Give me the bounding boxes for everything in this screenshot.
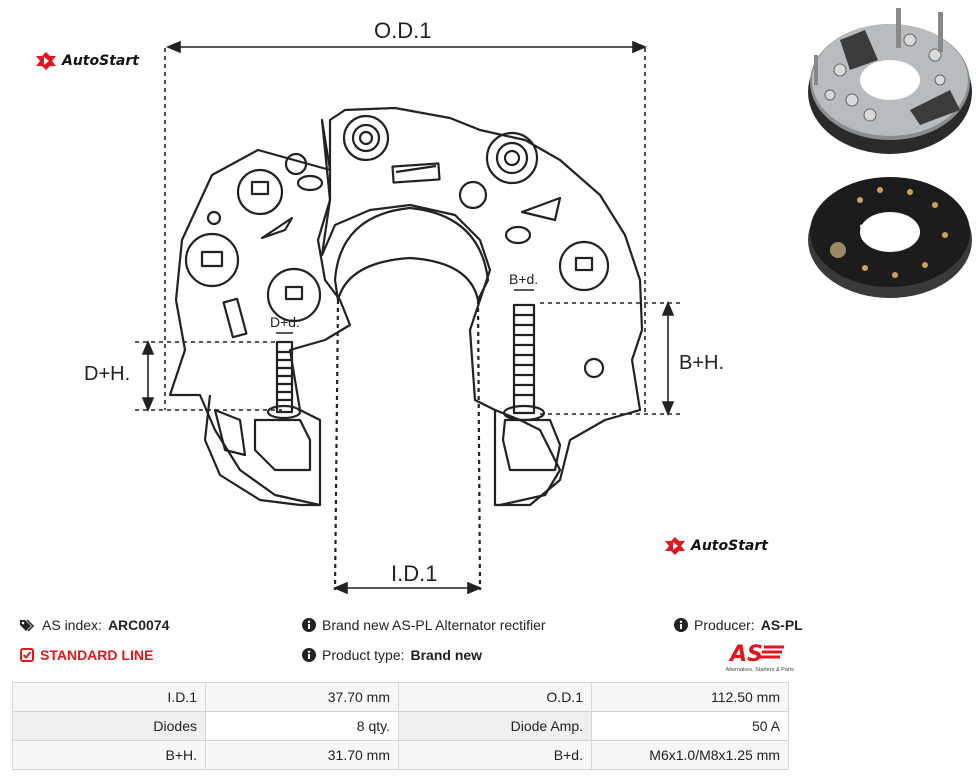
- as-index: AS index: ARC0074: [20, 617, 169, 633]
- description-text: Brand new AS-PL Alternator rectifier: [322, 617, 546, 633]
- standard-line-label: STANDARD LINE: [40, 647, 154, 663]
- table-row: B+H. 31.70 mm B+d. M6x1.0/M8x1.25 mm: [12, 740, 789, 770]
- spec-value: 112.50 mm: [591, 682, 789, 712]
- product-description: Brand new AS-PL Alternator rectifier: [302, 617, 546, 633]
- bd-dimension-label: B+d.: [509, 271, 539, 287]
- od-dimension-label: O.D.1: [374, 18, 432, 43]
- as-index-label: AS index:: [42, 617, 102, 633]
- check-square-icon: [20, 648, 34, 662]
- tags-icon: [20, 619, 35, 632]
- product-info: AS index: ARC0074 Brand new AS-PL Altern…: [18, 612, 803, 682]
- producer: Producer: AS-PL: [674, 617, 803, 633]
- product-type-value: Brand new: [410, 647, 483, 663]
- table-row: I.D.1 37.70 mm O.D.1 112.50 mm: [12, 682, 789, 712]
- spec-label: O.D.1: [398, 682, 592, 712]
- id-dimension-label: I.D.1: [391, 561, 438, 586]
- product-photo-top: [808, 8, 972, 154]
- as-index-value: ARC0074: [107, 617, 170, 633]
- rectifier-technical-drawing: [135, 40, 680, 595]
- spec-value: M6x1.0/M8x1.25 mm: [591, 740, 789, 770]
- spec-value: 50 A: [591, 711, 789, 741]
- info-icon: [674, 618, 688, 632]
- spec-value: 31.70 mm: [205, 740, 399, 770]
- autostart-logo-text: AutoStart: [691, 538, 768, 554]
- autostart-logo-top: AutoStart: [36, 52, 139, 70]
- table-row: Diodes 8 qty. Diode Amp. 50 A: [12, 711, 789, 741]
- as-pl-logo-mark: AS: [728, 642, 784, 667]
- autostart-logo-icon: [665, 537, 685, 555]
- autostart-logo-icon: [36, 52, 56, 70]
- autostart-logo-text: AutoStart: [62, 53, 139, 69]
- spec-label: Diode Amp.: [398, 711, 592, 741]
- autostart-logo-bottom: AutoStart: [665, 537, 768, 555]
- spec-value: 37.70 mm: [205, 682, 399, 712]
- info-icon: [302, 618, 316, 632]
- dd-dimension-label: D+d.: [270, 314, 300, 330]
- product-photos: [808, 8, 972, 298]
- spec-label: Diodes: [12, 711, 206, 741]
- specifications-table: I.D.1 37.70 mm O.D.1 112.50 mm Diodes 8 …: [12, 682, 789, 770]
- spec-value: 8 qty.: [205, 711, 399, 741]
- bh-dimension-label: B+H.: [679, 352, 725, 374]
- product-type-label: Product type:: [322, 647, 405, 663]
- info-icon: [302, 648, 316, 662]
- product-type: Product type: Brand new: [302, 647, 482, 663]
- as-pl-logo-text: AS: [728, 642, 763, 663]
- spec-label: B+d.: [398, 740, 592, 770]
- producer-label: Producer:: [694, 617, 755, 633]
- as-pl-logo-tagline: Alternators, Starters & Parts: [725, 667, 794, 673]
- producer-value: AS-PL: [760, 617, 803, 633]
- as-pl-logo: AS Alternators, Starters & Parts: [716, 641, 796, 673]
- spec-label: B+H.: [12, 740, 206, 770]
- dh-dimension-label: D+H.: [84, 363, 131, 385]
- spec-label: I.D.1: [12, 682, 206, 712]
- product-photo-bottom: [808, 177, 972, 298]
- standard-line-badge: STANDARD LINE: [20, 647, 153, 663]
